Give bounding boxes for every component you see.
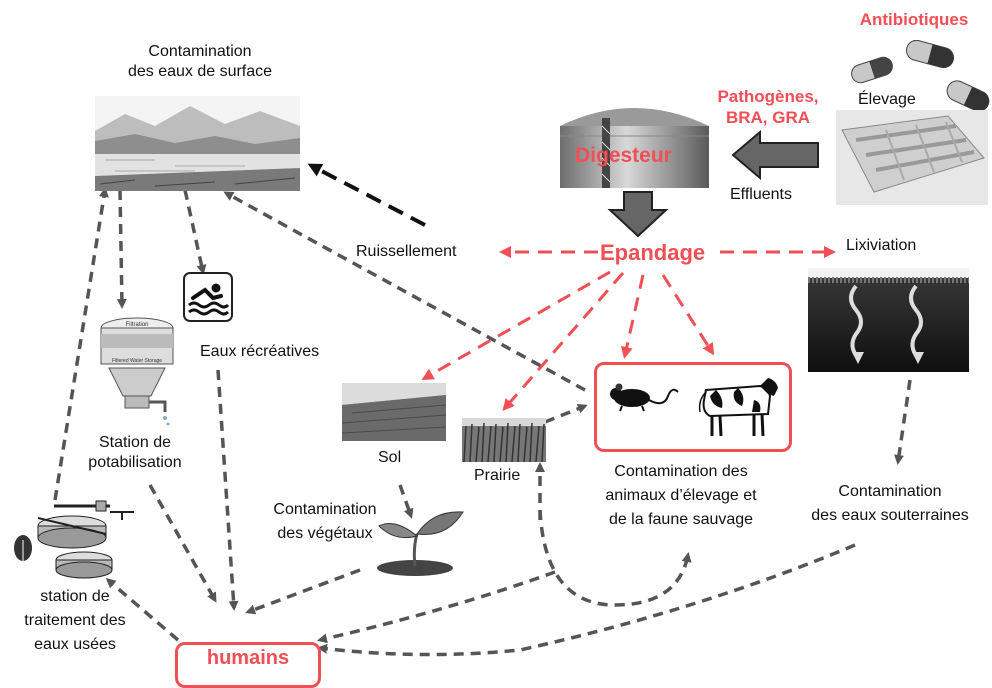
livestock-label: Élevage [858, 91, 916, 108]
farm-building-icon [836, 110, 988, 205]
arrow-surface-to-recreational [183, 189, 207, 275]
arrow-meadow-loop [538, 509, 692, 607]
leaching-soil-icon [808, 268, 969, 372]
contamination-diagram: Filtration Filtered Water Storage [14, 10, 990, 688]
arrow-leaching-to-groundwater [894, 379, 912, 465]
soil-label: Sol [378, 449, 402, 466]
swimmer-icon [183, 272, 233, 322]
runoff-label: Ruissellement [356, 243, 457, 260]
animals-box [594, 362, 792, 452]
potabilisation-label: Station de potabilisation [88, 434, 182, 471]
water-treatment-icon: Filtration Filtered Water Storage [100, 317, 174, 426]
arrow-wastewater-to-surface [53, 187, 109, 501]
arrow-meadow-to-animals [544, 403, 588, 424]
wastewater-label: station de traitement des eaux usées [24, 588, 126, 653]
runoff-arrow [307, 163, 426, 227]
arrow-to-mouse [620, 274, 645, 359]
arrows-layer [53, 129, 912, 657]
animals-label: Contamination des animaux d’élevage et d… [605, 463, 757, 528]
arrow-to-soil [421, 270, 611, 380]
seedling-icon [377, 511, 464, 576]
arrow-surface-to-potabilisation [116, 189, 127, 309]
arrow-to-meadow [502, 272, 625, 412]
mouse-icon [610, 383, 679, 412]
digester-block-arrow [607, 191, 669, 238]
arrow-potabilisation-to-humans [148, 484, 217, 603]
effluents-label: Effluents [730, 186, 792, 203]
arrow-groundwater-to-humans [317, 543, 856, 657]
humans-label: humains [206, 647, 290, 669]
pathogens-label: Pathogènes, BRA, GRA [717, 87, 819, 127]
filtration-text: Filtration [125, 322, 148, 328]
plants-label: Contamination des végétaux [273, 501, 377, 542]
effluent-block-arrow [731, 129, 819, 181]
transfer-arrows [53, 187, 912, 657]
cow-icon [698, 378, 778, 437]
spreading-label: Epandage [600, 240, 706, 265]
leaching-label: Lixiviation [846, 237, 917, 254]
arrow-plants-to-humans [245, 568, 361, 615]
arrow-animals-to-surface [223, 191, 586, 392]
wastewater-plant-icon [14, 500, 134, 579]
storage-text: Filtered Water Storage [112, 358, 162, 364]
digester-label: Digesteur [575, 144, 672, 167]
grass-icon [462, 418, 546, 462]
arrow-to-cow [661, 274, 715, 356]
arrow-humans-to-wastewater [105, 578, 180, 642]
surface-water-label: Contamination des eaux de surface [127, 43, 273, 80]
capsule-icon [851, 40, 990, 112]
digester-tank-icon [560, 108, 709, 188]
soil-field-icon [342, 383, 446, 441]
antibiotics-label: Antibiotiques [859, 10, 969, 29]
spreading-arrows [421, 246, 836, 412]
lake-landscape-icon [95, 96, 300, 191]
arrow-animals-to-humans [317, 570, 556, 644]
arrow-soil-to-plants [398, 484, 414, 519]
recreational-water-label: Eaux récréatives [200, 343, 320, 360]
groundwater-label: Contamination des eaux souterraines [811, 483, 969, 524]
meadow-label: Prairie [474, 467, 521, 484]
arrow-recreational-to-humans [216, 369, 239, 611]
